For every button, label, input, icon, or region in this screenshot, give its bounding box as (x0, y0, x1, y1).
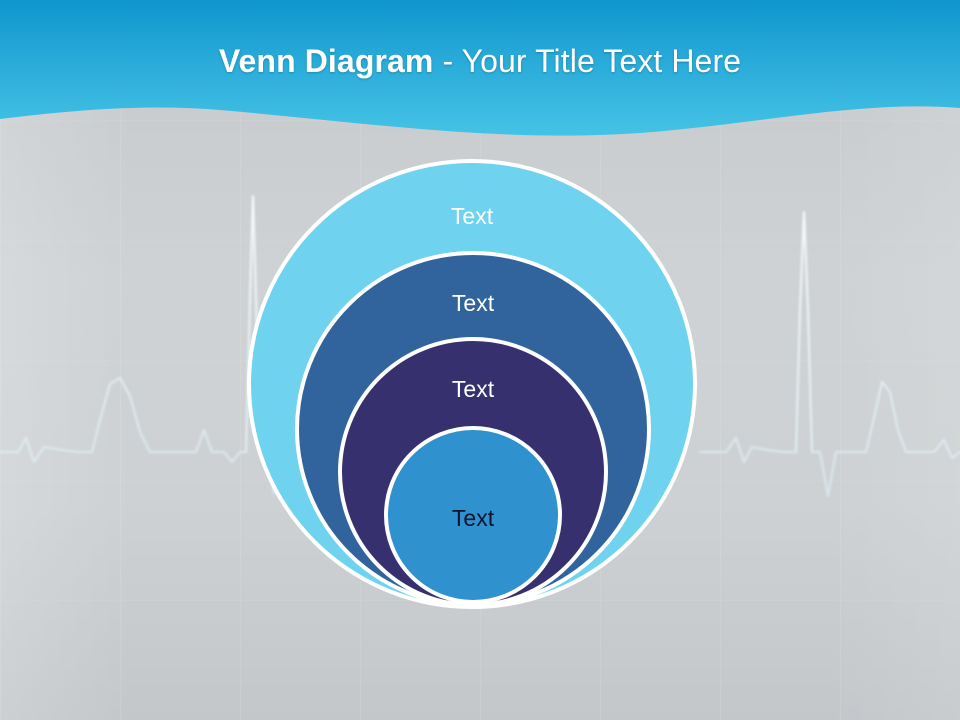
venn-ring-4-label[interactable]: Text (451, 505, 495, 531)
venn-ring-2-label[interactable]: Text (451, 290, 495, 316)
page-title-bold: Venn Diagram (218, 43, 434, 79)
header-banner: Venn Diagram - Your Title Text Here (0, 0, 960, 175)
header-wave-shape (0, 0, 960, 136)
page-title-rest: - Your Title Text Here (433, 43, 742, 79)
venn-ring-3-label[interactable]: Text (451, 376, 495, 402)
page-title: Venn Diagram - Your Title Text Here (0, 41, 960, 81)
venn-ring-4[interactable] (384, 426, 562, 604)
venn-ring-1-label[interactable]: Text (450, 203, 494, 229)
